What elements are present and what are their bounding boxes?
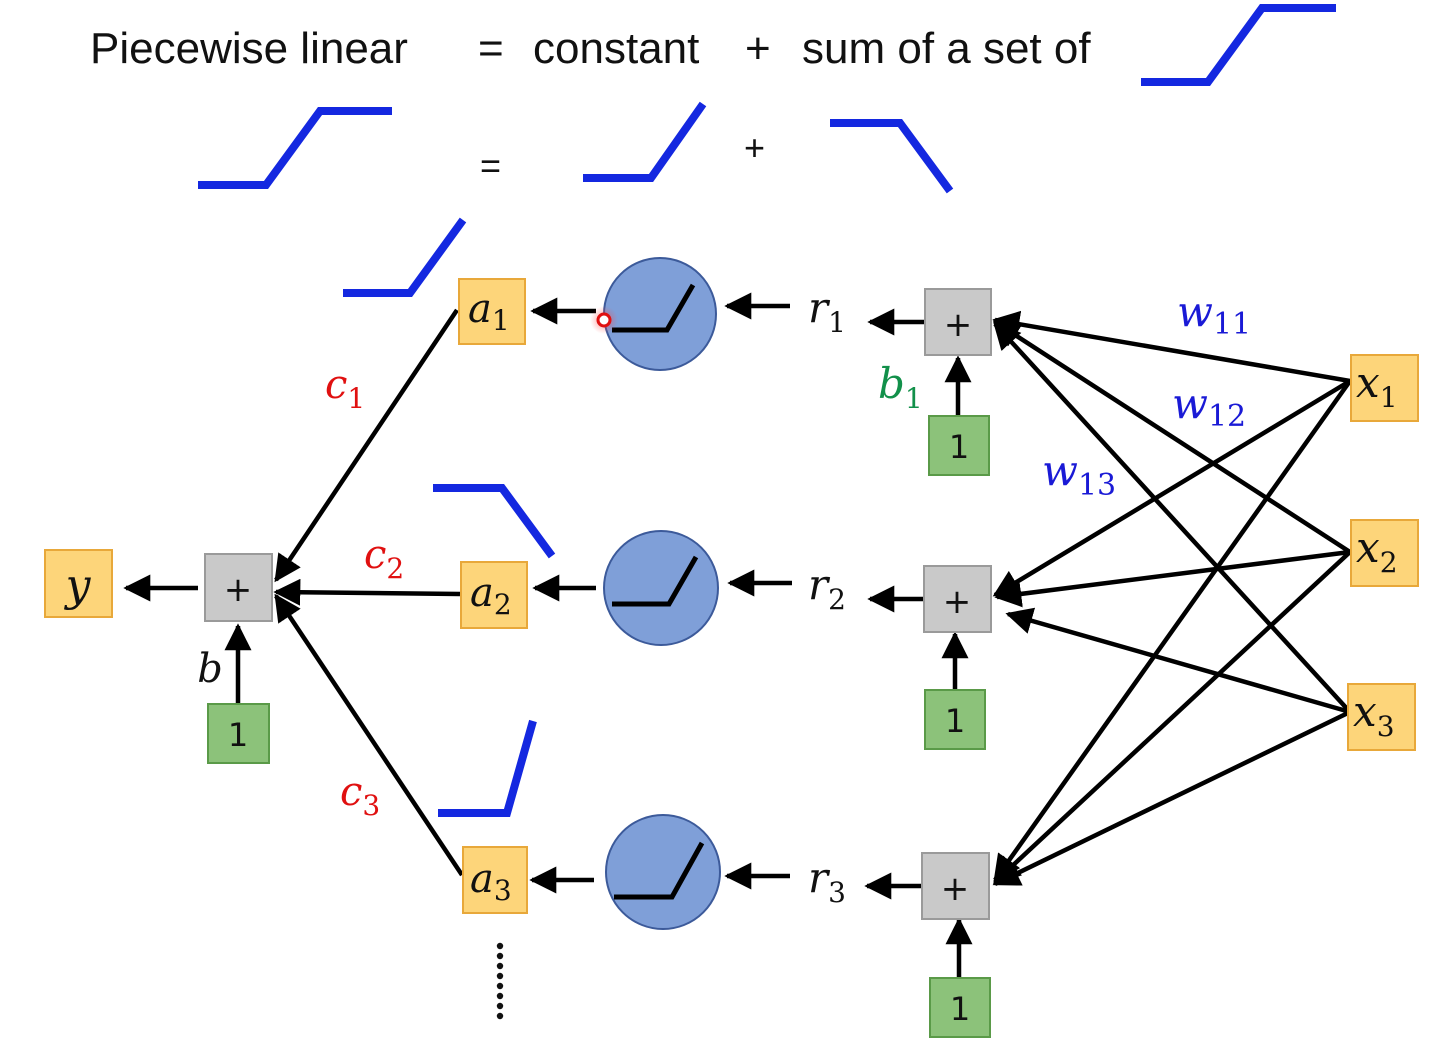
w11-label: w11	[1177, 287, 1251, 342]
flow-arrows	[123, 292, 973, 977]
output-y-box	[44, 549, 113, 618]
relu-circle	[605, 814, 721, 930]
output-weight-lines	[273, 308, 464, 877]
hidden-bias-one-box-1	[928, 415, 990, 476]
relu-icon	[614, 841, 705, 900]
hidden-sum-node-1	[924, 288, 992, 356]
input-x3-box	[1347, 683, 1416, 751]
header-rest: sum of a set of	[802, 24, 1091, 73]
hidden-sum-plus-3: +	[941, 869, 970, 909]
output-y-label: y	[64, 560, 92, 611]
edge-x2-sum2	[994, 549, 1351, 608]
input-x3-label: x3	[1353, 687, 1395, 743]
edge-x3-sum3	[992, 709, 1351, 887]
r1-label: r1	[808, 283, 846, 339]
edge-x1-sum3	[993, 379, 1352, 883]
c3-label: c3	[340, 769, 380, 822]
hidden-sum-plus-1: +	[944, 305, 973, 345]
w13-label: w13	[1042, 446, 1116, 503]
input-x1-box	[1350, 354, 1419, 422]
a2-box	[460, 561, 528, 629]
hidden-sum-node-3	[921, 852, 990, 920]
header-constant: constant	[533, 24, 699, 73]
output-bias-one: 1	[228, 716, 248, 754]
hidden-bias-one-1: 1	[949, 428, 969, 466]
w12-label: w12	[1172, 379, 1246, 434]
negative-relu-curve	[830, 119, 954, 194]
input-weight-lines	[992, 310, 1352, 887]
relu-node-2	[603, 530, 719, 646]
relu-circle	[603, 257, 717, 371]
equation-plus: +	[744, 127, 765, 168]
edge-x1-sum1	[992, 310, 1351, 384]
a3-label: a3	[470, 856, 512, 907]
hidden-bias-one-3: 1	[950, 990, 970, 1028]
c2-label: c2	[364, 532, 404, 585]
input-x1-label: x1	[1356, 358, 1398, 414]
edge-x3-sum2	[1005, 607, 1351, 715]
output-bias-label: b	[197, 646, 223, 692]
more-units-ellipsis	[496, 942, 504, 1020]
hidden-bias-one-box-2	[924, 689, 986, 750]
edge-x1-sum2	[992, 379, 1352, 597]
hard-sigmoid-curve	[198, 107, 392, 189]
a3-box	[462, 846, 528, 914]
header-equals: =	[478, 24, 504, 73]
edge-x2-sum1	[992, 320, 1352, 554]
relu-curve	[583, 101, 707, 182]
relu-circle	[603, 530, 719, 646]
c1-label: c1	[325, 362, 365, 415]
hidden-bias-one-box-3	[929, 977, 991, 1038]
edge-a3-output	[274, 593, 464, 877]
input-x2-label: x2	[1356, 523, 1398, 579]
output-bias-one-box	[207, 703, 270, 764]
b1-label: b1	[878, 359, 923, 415]
relu-icon	[612, 555, 699, 607]
equation-equals: =	[480, 145, 501, 186]
hidden-bias-one-2: 1	[945, 702, 965, 740]
r3-label: r3	[808, 853, 846, 909]
edge-x2-sum3	[993, 550, 1352, 884]
a2-label: a2	[470, 570, 512, 621]
edge-a1-output	[274, 308, 459, 583]
relu-node-1	[603, 257, 717, 371]
relu-icon	[612, 283, 696, 333]
a3-curve	[438, 719, 537, 817]
hidden-sum-plus-2: +	[943, 582, 972, 622]
edge-x3-sum1	[993, 322, 1352, 714]
output-sum-node	[204, 553, 273, 622]
hidden-sum-node-2	[923, 565, 992, 633]
hard-sigmoid-curve-header	[1141, 4, 1336, 86]
a1-box	[458, 278, 526, 345]
a1-label: a1	[468, 286, 510, 337]
a2-curve	[433, 484, 556, 559]
r2-label: r2	[808, 560, 846, 616]
output-sum-plus: +	[224, 570, 253, 610]
input-x2-box	[1350, 519, 1419, 587]
a1-curve	[343, 217, 467, 297]
header-left: Piecewise linear	[90, 24, 408, 73]
relu-node-3	[605, 814, 721, 930]
pointer-dot	[596, 312, 612, 328]
edge-a2-output	[273, 578, 461, 606]
header-plus: +	[745, 24, 771, 73]
